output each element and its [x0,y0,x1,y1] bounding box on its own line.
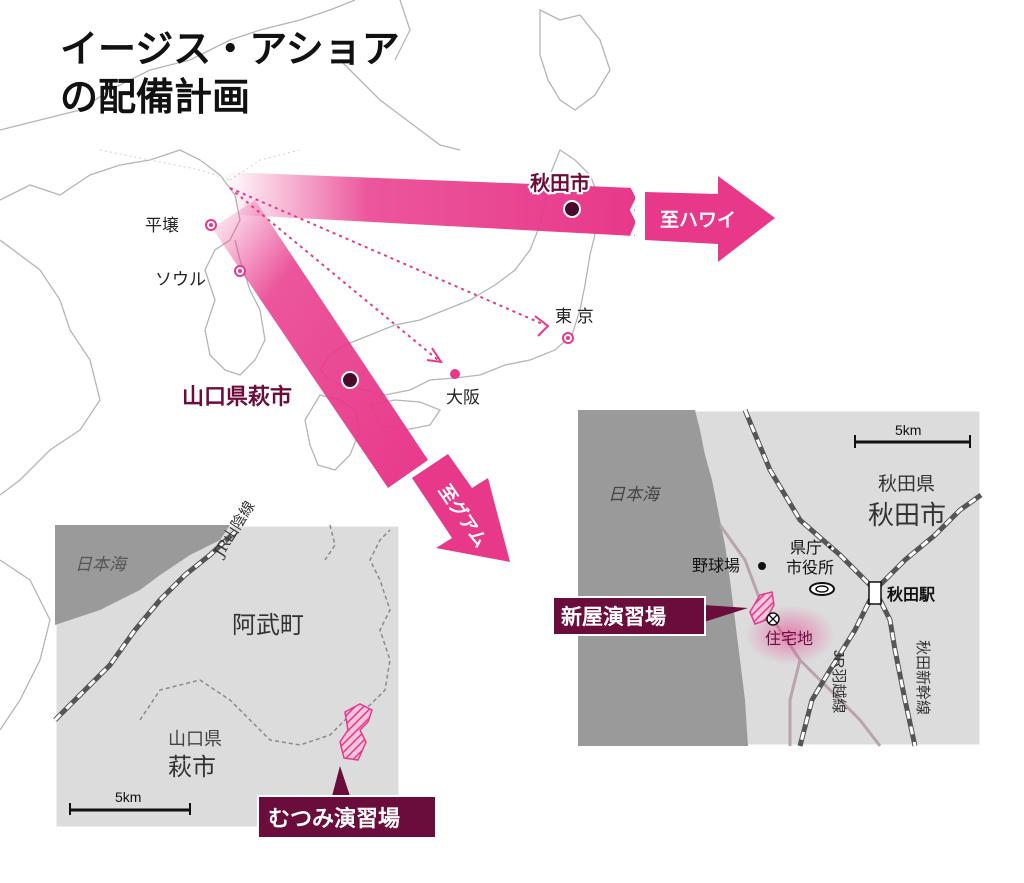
main-map-borders [99,149,301,181]
inset-akita-scale: 5km [854,422,971,448]
inset-hagi-sea-label: 日本海 [75,555,129,575]
osaka-label: 大阪 [446,388,480,407]
inset-hagi-scale: 5km [69,789,191,815]
station-label: 秋田駅 [887,585,936,604]
mainland-west [0,239,101,496]
baseball-marker [758,562,766,570]
baseball-label: 野球場 [692,557,740,575]
rail-shinkansen-label: 秋田新幹線 [914,640,932,715]
trajectory-to-osaka [229,187,439,361]
tokyo-label: 東 京 [555,307,594,326]
arrow-to-hawaii: 至ハワイ [225,172,775,262]
station-marker [868,581,882,605]
inset-akita-labels: 日本海 秋田県 秋田市 野球場 県庁・ 市役所 秋田駅 住宅地 JR羽越線 秋田… [608,473,946,715]
arrow-hawaii-label: 至ハワイ [660,210,736,231]
pyongyang-label: 平壌 [145,216,179,235]
inset-akita-pref-label: 秋田県 [878,473,935,495]
osaka-marker [450,369,460,379]
inset-hagi-pref-label: 山口県 [168,729,222,750]
trajectory-arrowheads [426,315,550,364]
rail-uetsu-label: JR羽越線 [830,650,847,713]
trajectory-to-tokyo [229,187,546,326]
russia-coast [339,0,461,151]
office-label-1: 県庁・ [790,539,838,557]
title-block: イージス・アショア の配備計画 [60,29,400,119]
main-map-land [0,0,611,731]
inset-akita-scale-label: 5km [895,422,921,438]
mainland-coast [0,0,356,376]
city-markers [205,200,581,389]
inset-hagi-sea [55,525,230,625]
city-labels: 平壌 ソウル 東 京 大阪 秋田市 山口県萩市 [145,169,594,411]
inset-akita-city-label: 秋田市 [868,501,946,531]
hagi-site-marker [341,371,359,389]
inset-akita: 5km 日本海 秋田県 秋田市 野球場 県庁・ 市役所 秋田駅 住宅地 JR羽越… [552,408,983,748]
office-label-2: 市役所 [786,559,834,577]
inset-hagi-city-label: 萩市 [168,753,216,781]
inset-hagi: 5km 日本海 阿武町 山口県 萩市 JR山陰線 むつみ演習場 [53,498,437,839]
office-marker [809,582,835,596]
title-line-1: イージス・アショア [60,29,400,71]
hagi-site-label: 山口県萩市 [182,384,292,409]
trajectory-lines [229,187,546,361]
araya-callout: 新屋演習場 [552,596,748,636]
akita-site-label: 秋田市 [530,171,590,195]
seoul-label: ソウル [155,270,206,289]
akita-site-marker [563,200,581,218]
inset-hagi-town-label: 阿武町 [232,611,304,639]
title-line-2: の配備計画 [60,77,250,119]
mutsumi-site-area [339,703,373,761]
residential-label: 住宅地 [765,630,813,648]
coast-south [0,559,51,731]
mutsumi-callout: むつみ演習場 [257,766,437,839]
araya-site-label: 新屋演習場 [561,605,666,629]
arrow-to-guam: 至グアム [212,200,510,562]
mutsumi-site-label: むつみ演習場 [268,806,400,831]
inset-akita-sea [578,410,748,746]
japan-hokkaido [539,8,611,111]
akita-rail-uetsu [797,588,878,747]
inset-akita-sea-label: 日本海 [608,485,662,505]
inset-hagi-scale-label: 5km [115,789,141,805]
